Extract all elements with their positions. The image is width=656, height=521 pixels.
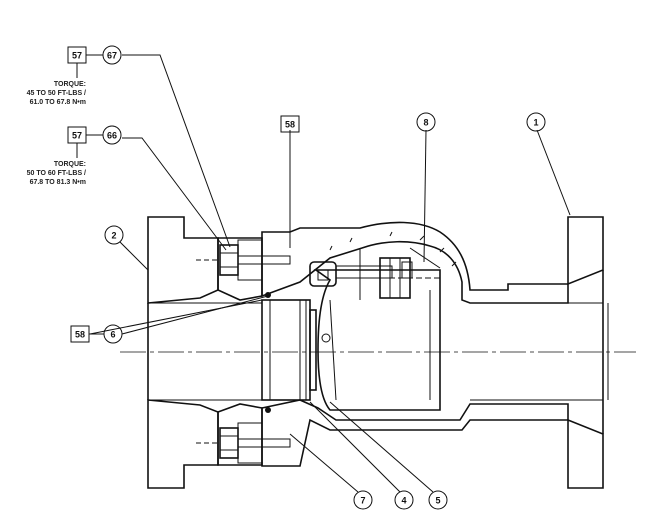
check-disc [313, 269, 441, 411]
callout-58-top: 58 [280, 115, 300, 133]
callout-2: 2 [104, 225, 124, 245]
balloon-1-label: 1 [533, 118, 538, 128]
torque-top-line3: 61.0 TO 67.8 N•m [30, 99, 86, 106]
valve-body-upper [261, 221, 569, 304]
balloon-7-label: 7 [360, 496, 365, 506]
torque-mid-line2: 50 TO 60 FT-LBS / [27, 170, 86, 177]
torque-top-line2: 45 TO 50 FT-LBS / [27, 90, 86, 97]
torque-mid-line1: TORQUE: [54, 161, 86, 168]
callout-4: 4 [394, 490, 414, 510]
box-58-left-label: 58 [75, 330, 85, 340]
o-ring-top [265, 292, 271, 298]
bore-outline [148, 302, 603, 401]
body-bolting-region [217, 237, 263, 466]
balloon-2-label: 2 [111, 231, 116, 241]
callout-7: 7 [353, 490, 373, 510]
balloon-4-label: 4 [401, 496, 406, 506]
hinge-assembly [309, 231, 457, 300]
callout-58-6: 58 6 [70, 324, 123, 344]
balloon-67-label: 67 [107, 51, 117, 61]
bottom-bolt [196, 422, 291, 464]
callout-5: 5 [428, 490, 448, 510]
seat-ring [261, 299, 317, 401]
balloon-5-label: 5 [435, 496, 440, 506]
left-flange [147, 216, 219, 489]
callout-57-66: 57 66 TORQUE: 50 TO 60 FT-LBS / 67.8 TO … [27, 125, 122, 186]
box-58-top-label: 58 [285, 120, 295, 130]
balloon-66-label: 66 [107, 131, 117, 141]
top-bolt [196, 239, 291, 281]
leader-lines [89, 54, 571, 493]
valve-body-lower [261, 399, 569, 467]
callout-1: 1 [526, 112, 546, 132]
callout-57-67: 57 67 TORQUE: 45 TO 50 FT-LBS / 61.0 TO … [27, 45, 122, 106]
balloon-6-label: 6 [110, 330, 115, 340]
torque-mid-line3: 67.8 TO 81.3 N•m [30, 179, 86, 186]
right-flange [567, 216, 609, 489]
box-57-top-label: 57 [72, 51, 82, 61]
callout-8: 8 [416, 112, 436, 132]
o-ring-bottom [265, 407, 271, 413]
torque-top-line1: TORQUE: [54, 81, 86, 88]
box-57-mid-label: 57 [72, 131, 82, 141]
balloon-8-label: 8 [423, 118, 428, 128]
